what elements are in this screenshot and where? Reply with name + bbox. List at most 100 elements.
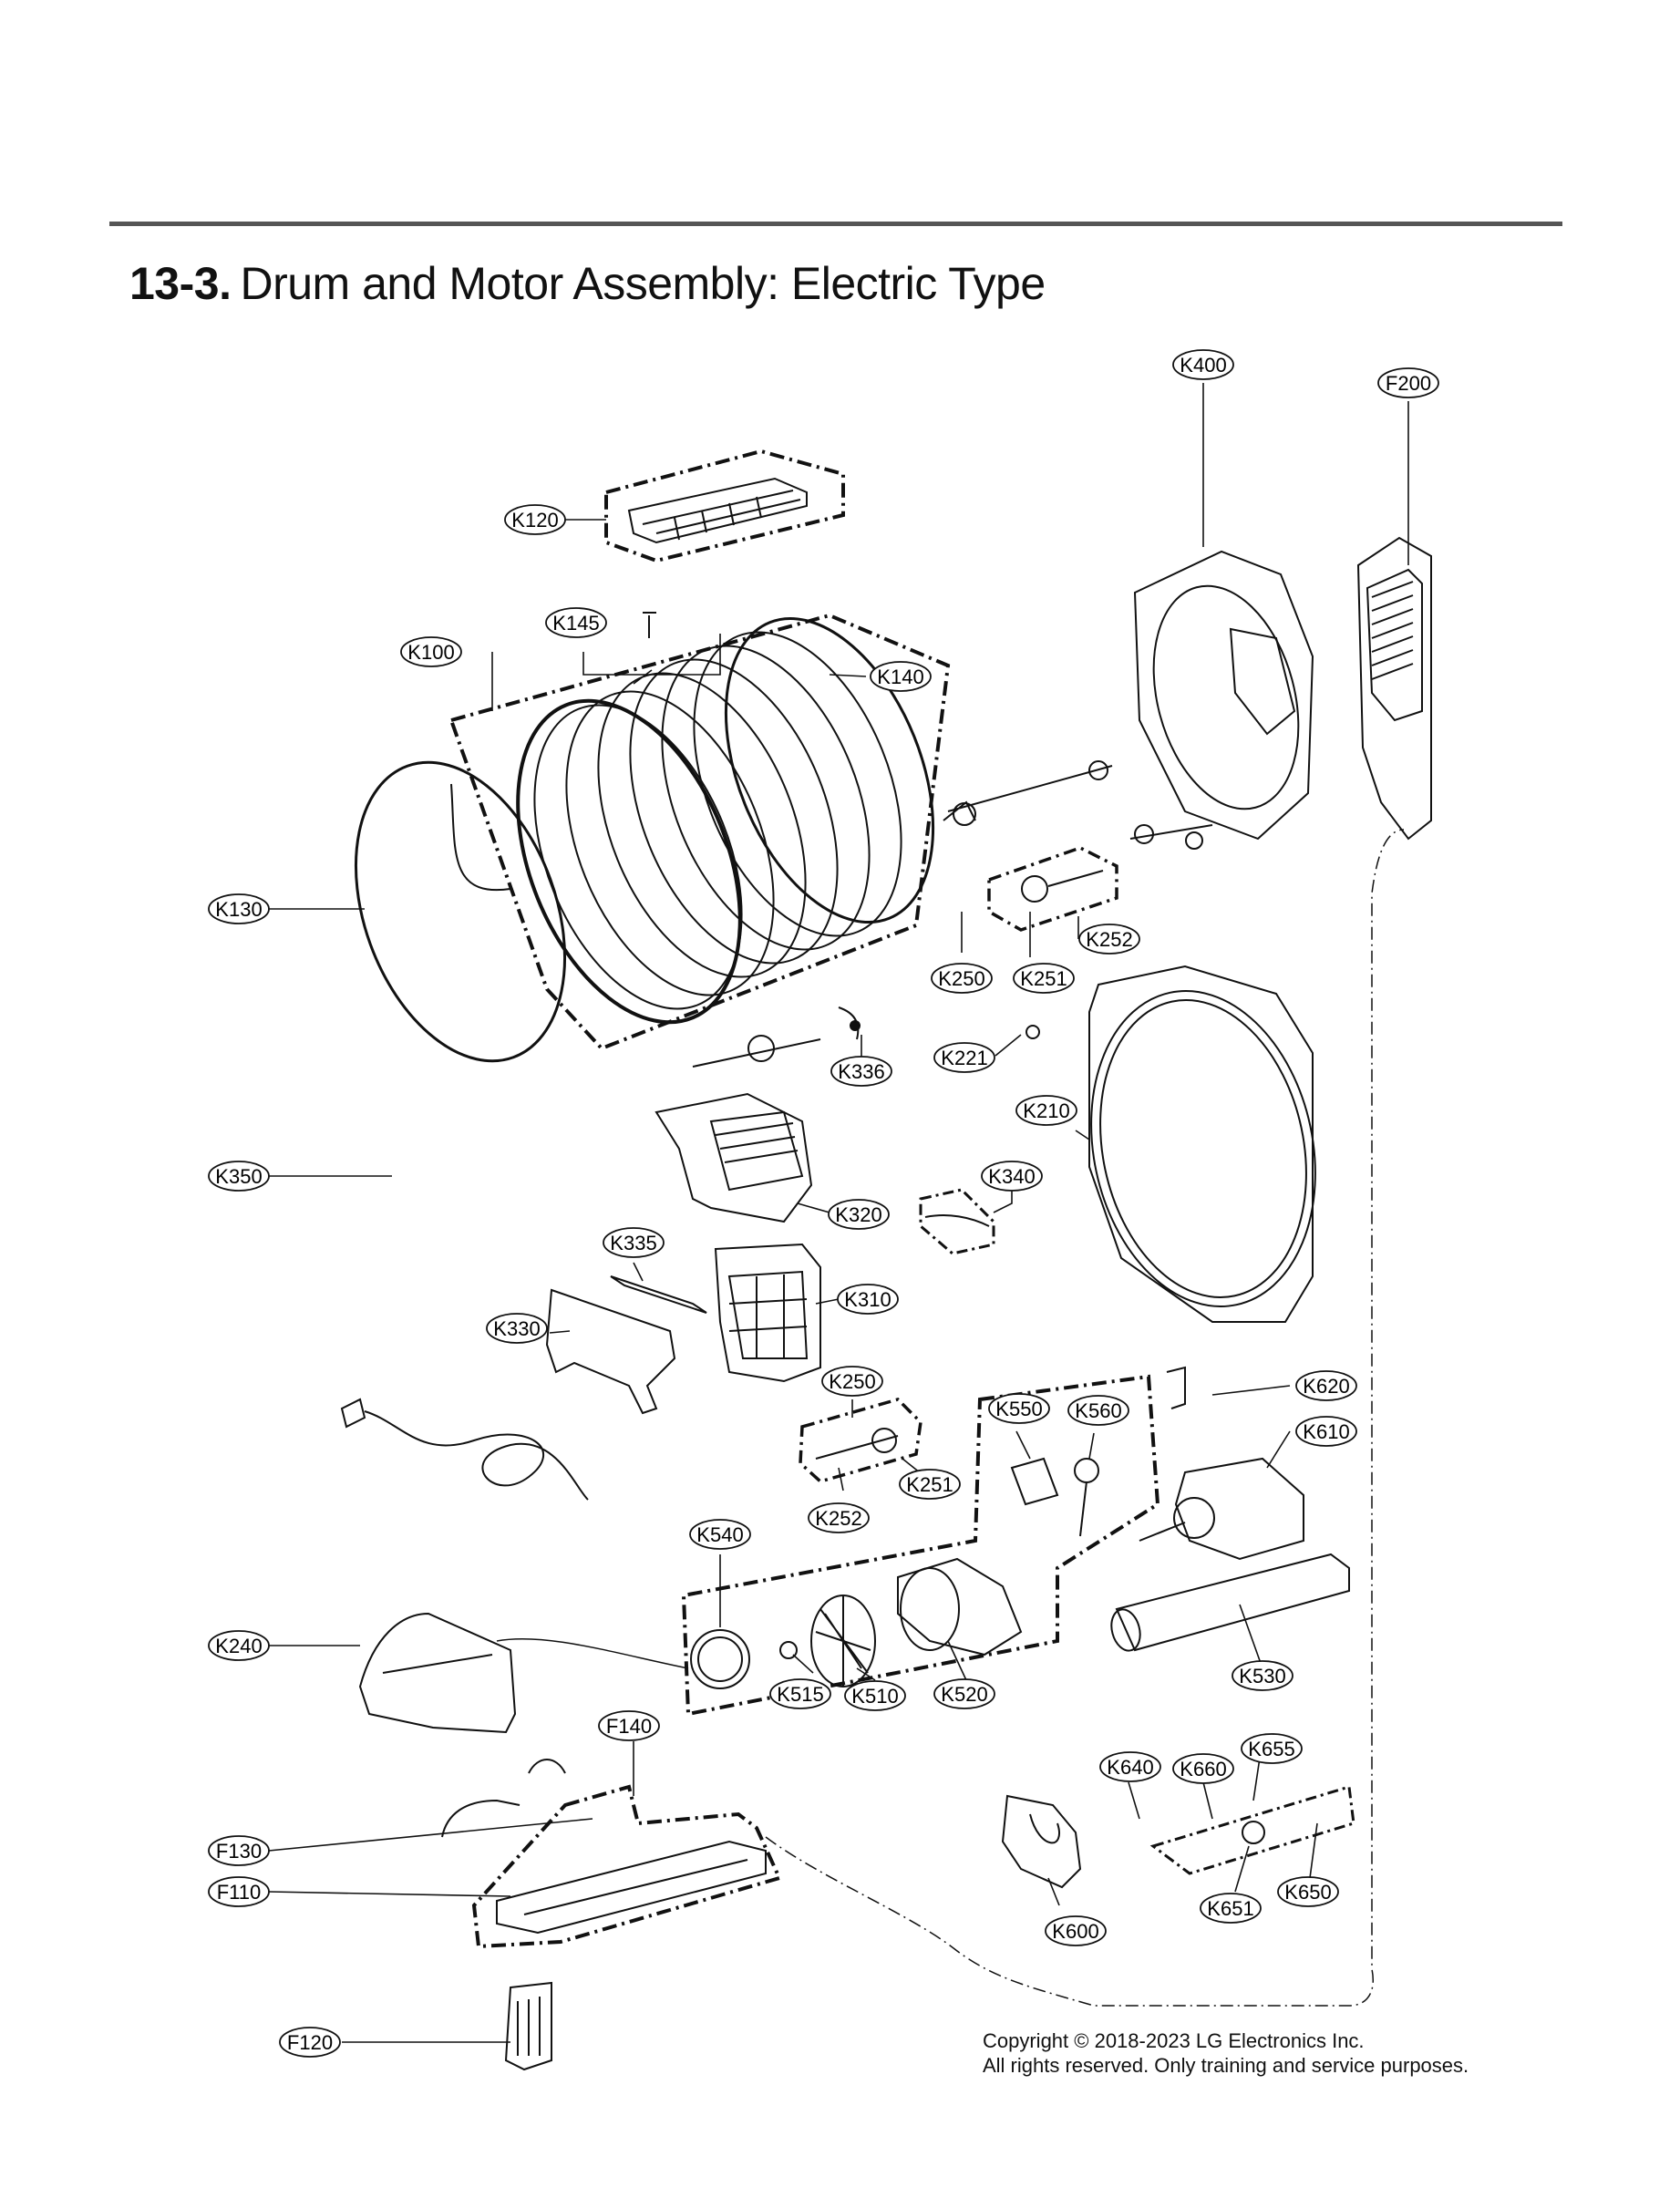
copyright-line-1: Copyright © 2018-2023 LG Electronics Inc…	[983, 2029, 1365, 2052]
k250-lower-group-outline	[799, 1398, 922, 1483]
callout-label: K350	[215, 1165, 262, 1188]
k550-part	[1010, 1457, 1059, 1506]
k600-bracket-part	[1001, 1794, 1082, 1889]
k530-duct-part	[1115, 1553, 1350, 1652]
callout-label: K330	[493, 1317, 540, 1340]
k400-rear-bulkhead-part	[1133, 550, 1314, 841]
callout-label: K251	[1020, 967, 1067, 990]
header-rule	[109, 222, 1562, 226]
callout-k250a: K250	[931, 963, 993, 994]
callout-label: K120	[511, 509, 558, 532]
callout-label: K252	[1086, 928, 1132, 951]
k145-screw-part	[643, 612, 656, 638]
callout-k310: K310	[837, 1284, 899, 1315]
callout-label: K240	[215, 1635, 262, 1657]
callout-label: K651	[1207, 1897, 1253, 1920]
callout-k560: K560	[1067, 1395, 1129, 1426]
callout-k100: K100	[400, 636, 462, 667]
callout-label: K620	[1303, 1375, 1349, 1398]
callout-k335: K335	[603, 1227, 665, 1258]
copyright-notice: Copyright © 2018-2023 LG Electronics Inc…	[983, 2028, 1469, 2078]
callout-k640: K640	[1099, 1751, 1161, 1782]
callout-label: K335	[610, 1232, 656, 1254]
k120-vent-part	[627, 477, 808, 544]
k250-upper-group-outline	[987, 846, 1118, 932]
k340-group-outline	[919, 1188, 995, 1255]
callout-f130: F130	[208, 1835, 270, 1866]
callout-f140: F140	[598, 1710, 660, 1741]
callout-k210: K210	[1015, 1095, 1077, 1126]
callout-k510: K510	[844, 1680, 906, 1711]
callout-label: K640	[1107, 1756, 1153, 1779]
k620-part	[1166, 1366, 1186, 1409]
callout-k251a: K251	[1013, 963, 1075, 994]
callout-k251b: K251	[899, 1469, 961, 1500]
callout-k550: K550	[988, 1393, 1050, 1424]
k520-housing-part	[897, 1557, 1023, 1656]
callout-k340: K340	[981, 1161, 1043, 1192]
k130-seal-part	[354, 760, 567, 1063]
callout-k651: K651	[1200, 1893, 1262, 1924]
callout-label: K600	[1052, 1920, 1098, 1943]
callout-k130: K130	[208, 893, 270, 924]
k560-part	[1074, 1458, 1099, 1483]
callout-label: K660	[1180, 1758, 1226, 1780]
callout-k240: K240	[208, 1630, 270, 1661]
k540-gasket-part	[690, 1629, 750, 1689]
callout-label: K221	[941, 1047, 987, 1069]
callout-label: F200	[1386, 372, 1431, 395]
callout-label: F110	[217, 1881, 262, 1904]
section-title: Drum and Motor Assembly: Electric Type	[240, 258, 1046, 309]
callout-label: F140	[606, 1715, 652, 1738]
f110-heater-part	[496, 1840, 767, 1935]
callout-label: K400	[1180, 354, 1226, 377]
callout-k336: K336	[830, 1056, 892, 1087]
callout-label: K250	[829, 1370, 875, 1393]
callout-k620: K620	[1295, 1370, 1357, 1401]
callout-label: K310	[844, 1288, 891, 1311]
callout-label: K520	[941, 1683, 987, 1706]
callout-label: K340	[988, 1165, 1035, 1188]
callout-k610: K610	[1295, 1416, 1357, 1447]
page-title: 13-3.Drum and Motor Assembly: Electric T…	[129, 257, 1046, 310]
callout-label: K250	[938, 967, 984, 990]
callout-k600: K600	[1045, 1915, 1107, 1946]
k350-wire-harness-part	[340, 1398, 589, 1501]
callout-label: K540	[696, 1523, 743, 1546]
k335-strip-part	[610, 1275, 707, 1314]
k310-filter-part	[714, 1243, 821, 1383]
callout-label: K336	[838, 1060, 884, 1083]
callout-f200: F200	[1377, 367, 1439, 398]
k610-motor-part	[1174, 1457, 1304, 1561]
callout-k145: K145	[545, 607, 607, 638]
callout-label: K655	[1248, 1738, 1294, 1760]
section-separator: .	[219, 258, 232, 309]
callout-k530: K530	[1232, 1660, 1293, 1691]
k650-group-outline	[1149, 1785, 1355, 1875]
callout-k250b: K250	[821, 1366, 883, 1397]
callout-label: K210	[1023, 1099, 1069, 1122]
section-number: 13-3	[129, 258, 220, 309]
callout-k515: K515	[769, 1678, 831, 1709]
callout-k655: K655	[1241, 1733, 1303, 1764]
k240-part	[358, 1612, 517, 1734]
motor-group-outline	[681, 1374, 1160, 1717]
f120-part	[504, 1981, 552, 2071]
callout-k120: K120	[504, 504, 566, 535]
callout-k650: K650	[1277, 1876, 1339, 1907]
callout-label: K515	[777, 1683, 823, 1706]
callout-label: K130	[215, 898, 262, 921]
k100-group-outline	[448, 613, 951, 1051]
callout-label: K100	[407, 641, 454, 664]
callout-label: F120	[287, 2031, 333, 2054]
callout-label: K530	[1239, 1665, 1285, 1687]
callout-label: K650	[1284, 1881, 1331, 1904]
k330-bracket-part	[545, 1288, 676, 1415]
callout-label: K251	[906, 1473, 953, 1496]
callout-label: K510	[851, 1685, 898, 1708]
k320-lint-housing-part	[654, 1092, 813, 1223]
callout-k330: K330	[486, 1313, 548, 1344]
callout-k140: K140	[870, 661, 932, 692]
callout-k320: K320	[828, 1199, 890, 1230]
